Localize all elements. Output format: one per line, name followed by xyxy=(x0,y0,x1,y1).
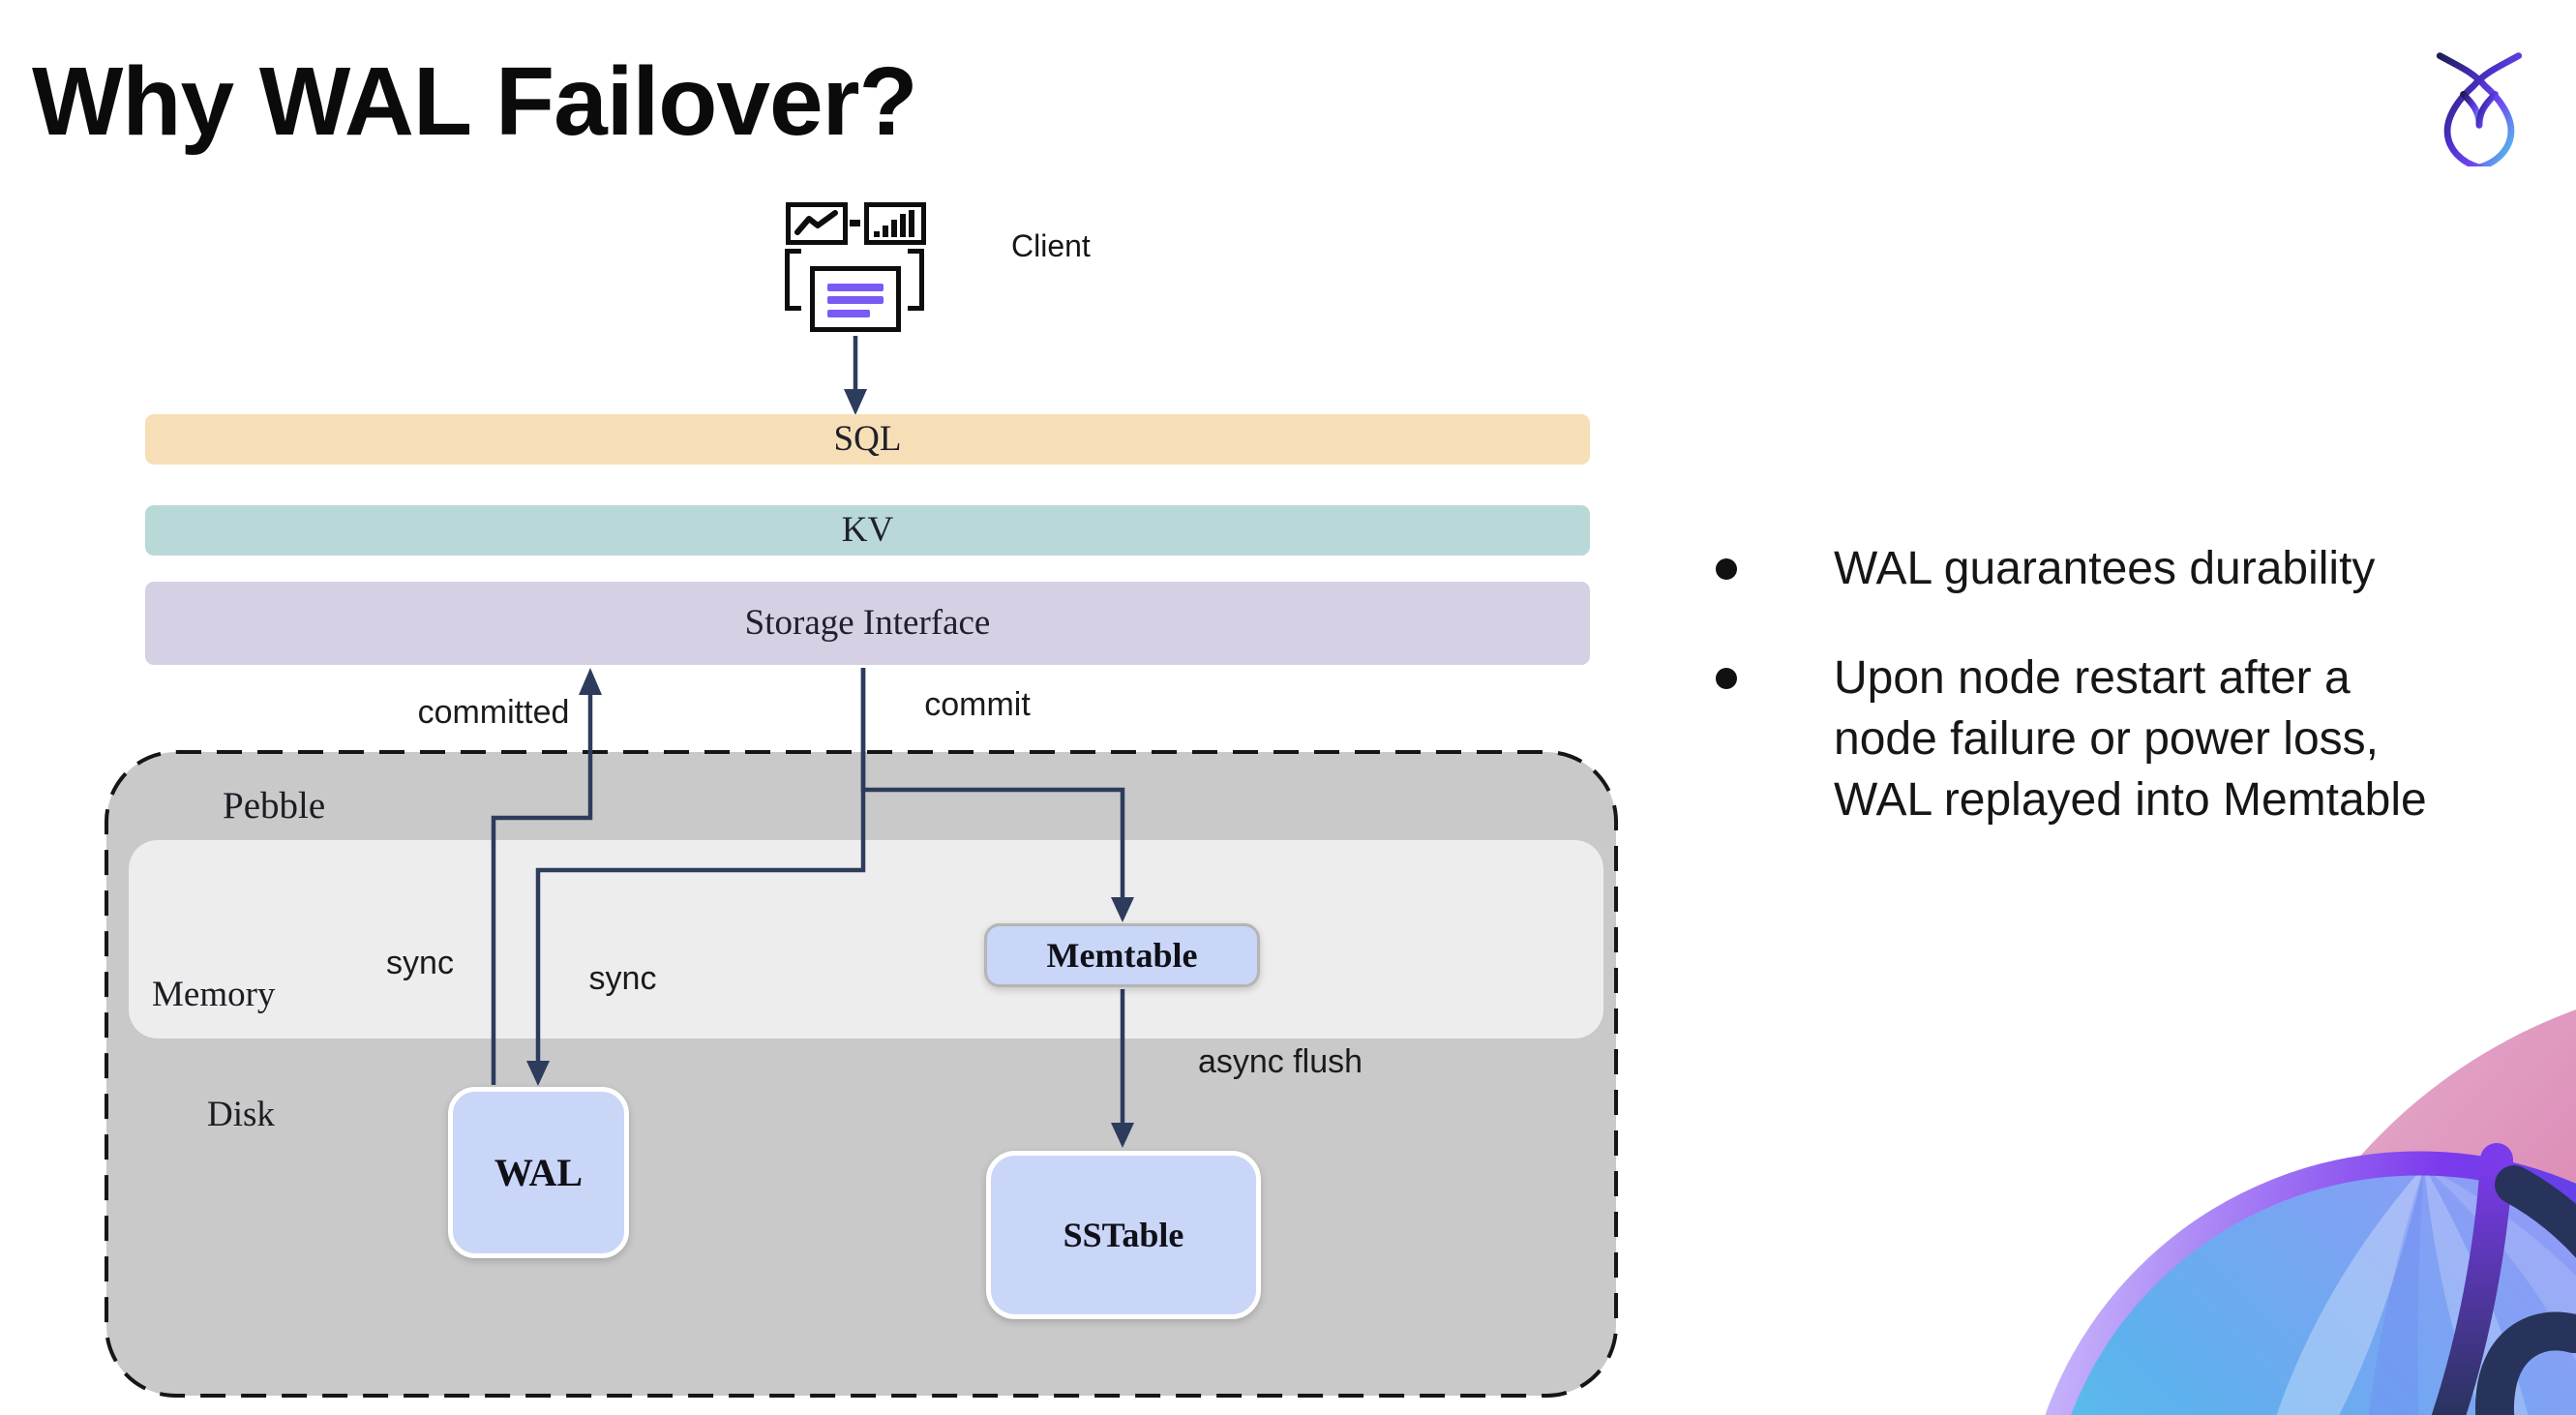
list-item: WAL guarantees durability xyxy=(1684,538,2555,599)
document-icon xyxy=(810,266,901,332)
node-sstable-label: SSTable xyxy=(1063,1216,1184,1254)
pebble-container xyxy=(105,750,1618,1398)
arrowhead-client xyxy=(844,389,867,415)
list-item: Upon node restart after a node failure o… xyxy=(1684,647,2555,830)
page-title: Why WAL Failover? xyxy=(32,47,918,156)
bullet-2-line-3: WAL replayed into Memtable xyxy=(1834,774,2427,826)
node-wal: WAL xyxy=(448,1087,629,1258)
layer-sql: SQL xyxy=(145,414,1590,465)
arrowhead-committed xyxy=(579,668,602,695)
arrowhead-memtable xyxy=(1111,897,1134,922)
icon-connector-dash xyxy=(850,220,860,226)
layer-kv: KV xyxy=(145,505,1590,556)
bullet-dot xyxy=(1716,668,1737,689)
memory-label: Memory xyxy=(152,975,276,1014)
left-bracket-icon xyxy=(785,249,801,311)
node-wal-label: WAL xyxy=(494,1151,584,1194)
right-bracket-icon xyxy=(908,249,924,311)
cockroachdb-brand-art xyxy=(1984,929,2576,1415)
bullet-dot xyxy=(1716,558,1737,580)
node-memtable-label: Memtable xyxy=(1046,936,1198,975)
disk-label: Disk xyxy=(207,1095,275,1134)
edge-label-commit: commit xyxy=(924,686,1031,723)
node-memtable: Memtable xyxy=(984,923,1260,987)
edge-label-sync-left: sync xyxy=(386,945,454,981)
arrowhead-sstable xyxy=(1111,1123,1134,1148)
bullet-2-line-2: node failure or power loss, xyxy=(1834,713,2379,765)
commit-to-wal-arrow xyxy=(535,668,866,1063)
client-label: Client xyxy=(1011,228,1091,263)
bar-chart-icon xyxy=(864,202,926,245)
committed-arrow xyxy=(491,691,593,1085)
node-sstable: SSTable xyxy=(986,1151,1261,1319)
memory-band xyxy=(129,840,1603,1039)
bullet-1-line-1: WAL guarantees durability xyxy=(1834,543,2376,594)
arrowhead-wal xyxy=(526,1061,550,1086)
line-chart-icon xyxy=(786,202,848,245)
bullet-list: WAL guarantees durability Upon node rest… xyxy=(1684,538,2555,830)
edge-label-committed: committed xyxy=(417,694,570,731)
pebble-label: Pebble xyxy=(223,785,326,827)
edge-label-sync-right: sync xyxy=(588,960,657,997)
edge-label-async-flush: async flush xyxy=(1197,1043,1363,1080)
layer-storage-interface: Storage Interface xyxy=(145,582,1590,665)
cockroachdb-logo-icon xyxy=(2431,45,2528,166)
bullet-2-line-1: Upon node restart after a xyxy=(1834,652,2351,704)
